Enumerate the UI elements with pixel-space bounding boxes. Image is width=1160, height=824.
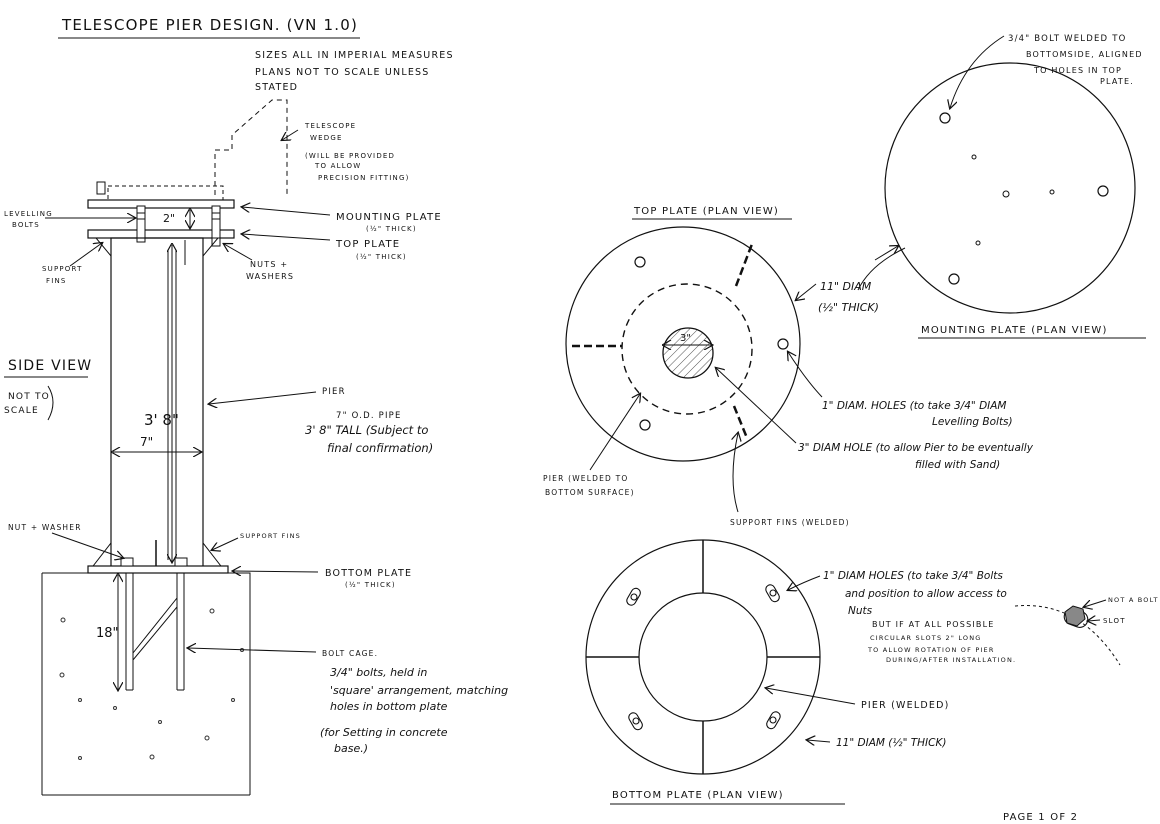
- concrete-specks: [59, 608, 244, 760]
- bottom-holes-1: 1" DIAM HOLES (to take 3/4" Bolts: [823, 570, 1003, 582]
- wedge-label-5: PRECISION FITTING): [318, 174, 410, 182]
- wedge-label-4: TO ALLOW: [314, 162, 361, 170]
- not-a-bolt-label: NOT A BOLT: [1108, 596, 1159, 604]
- bottom-plate-side: [87, 565, 229, 574]
- bolt-cage-label-5: (for Setting in concrete: [320, 726, 448, 739]
- bottom-pier-circle: [638, 592, 768, 722]
- bottom-holes-4: BUT IF AT ALL POSSIBLE: [872, 620, 995, 629]
- scale-note-1: NOT TO: [8, 392, 50, 402]
- mount-bolt-4: PLATE.: [1100, 77, 1134, 86]
- top-plate-label: TOP PLATE: [335, 239, 400, 250]
- title-block: TELESCOPE PIER DESIGN. (VN 1.0) SIZES AL…: [58, 16, 454, 93]
- pier-dashed-circle: [621, 283, 753, 415]
- nut-washer-label: NUT + WASHER: [8, 523, 82, 532]
- top-plate-heading: TOP PLATE (PLAN VIEW): [633, 206, 779, 217]
- levelling-label-1: LEVELLING: [4, 210, 53, 218]
- pier-desc-1: 7" O.D. PIPE: [336, 411, 402, 421]
- support-fin-top-right: [202, 237, 220, 258]
- levelling-label-2: BOLTS: [12, 221, 40, 229]
- page-title: TELESCOPE PIER DESIGN. (VN 1.0): [61, 16, 358, 34]
- top-plate-thick: (½" THICK): [356, 253, 407, 261]
- side-view-heading: SIDE VIEW: [8, 358, 92, 374]
- page-number: PAGE 1 OF 2: [1003, 812, 1078, 823]
- bottom-pier-label: PIER (WELDED): [861, 700, 950, 711]
- top-diam-1: 11" DIAM: [820, 280, 872, 293]
- bolt-cage-label-2: 3/4" bolts, held in: [330, 666, 427, 679]
- support-fins-right-label: SUPPORT FINS: [240, 532, 301, 540]
- bottom-holes-5: CIRCULAR SLOTS 2" LONG: [870, 634, 982, 642]
- dim-width: 7": [140, 435, 153, 449]
- pier-desc-2: 3' 8" TALL (Subject to: [305, 423, 428, 437]
- center-dim: 3": [680, 333, 691, 344]
- dim-height: 3' 8": [144, 411, 179, 429]
- support-fins-left-2: FINS: [46, 277, 67, 285]
- bolt-cage-label-1: BOLT CAGE.: [322, 649, 378, 658]
- slot-detail-hex: [1064, 605, 1086, 627]
- top-center-hole-1: 3" DIAM HOLE (to allow Pier to be eventu…: [798, 442, 1034, 454]
- top-holes-1: 1" DIAM. HOLES (to take 3/4" DIAM: [822, 400, 1007, 412]
- top-plate-outline: [565, 226, 801, 462]
- bolt-cage-label-6: base.): [334, 742, 368, 755]
- top-plate-plan: TOP PLATE (PLAN VIEW) 3" 11" DIAM (½" TH…: [543, 206, 1034, 527]
- mount-bolt-3: TO HOLES IN TOP: [1033, 66, 1122, 75]
- side-view: TELESCOPE WEDGE (WILL BE PROVIDED TO ALL…: [4, 99, 508, 796]
- bottom-plate-thick: (½" THICK): [345, 581, 396, 589]
- slot-label: SLOT: [1103, 617, 1126, 625]
- support-fins-left-1: SUPPORT: [42, 265, 83, 273]
- bottom-holes-3: Nuts: [848, 605, 873, 617]
- mounting-plate-label: MOUNTING PLATE: [336, 212, 442, 223]
- mounting-plate-heading: MOUNTING PLATE (PLAN VIEW): [921, 325, 1108, 336]
- wedge-label-2: WEDGE: [310, 134, 343, 142]
- bolt-cage-brace: [132, 596, 178, 662]
- note-line-3: STATED: [255, 82, 298, 93]
- top-pier-1: PIER (WELDED TO: [543, 474, 629, 483]
- levelling-bolt-left: [136, 205, 146, 243]
- top-holes-2: Levelling Bolts): [932, 416, 1013, 428]
- bottom-plate-heading: BOTTOM PLATE (PLAN VIEW): [612, 790, 784, 801]
- nuts-label-2: WASHERS: [246, 272, 294, 281]
- dim-18: 18": [96, 626, 119, 641]
- mounting-plate-outline: [884, 62, 1136, 314]
- slots: [626, 584, 781, 731]
- mounting-plate-plan: 3/4" BOLT WELDED TO BOTTOMSIDE, ALIGNED …: [857, 34, 1146, 339]
- bottom-holes-2: and position to allow access to: [845, 588, 1007, 600]
- wedge-label-3: (WILL BE PROVIDED: [305, 152, 395, 160]
- bolt-cage-label-4: holes in bottom plate: [330, 700, 448, 713]
- wedge-leader: [282, 129, 299, 140]
- wedge-base: [107, 185, 224, 201]
- pier-side: [110, 237, 204, 569]
- top-center-hole-2: filled with Sand): [915, 459, 1000, 471]
- mounting-plate-thick: (½" THICK): [366, 225, 417, 233]
- mounting-plate-side: [87, 199, 235, 209]
- wedge-label-1: TELESCOPE: [304, 122, 356, 130]
- nuts-label-1: NUTS +: [250, 260, 288, 269]
- note-line-2: PLANS NOT TO SCALE UNLESS: [255, 67, 430, 78]
- dim-2in: 2": [163, 212, 175, 225]
- pier-label: PIER: [322, 387, 346, 397]
- telescope-wedge-outline: [214, 99, 288, 195]
- levelling-bolt-right: [211, 205, 221, 247]
- bolt-cage-label-3: 'square' arrangement, matching: [330, 684, 508, 697]
- support-fin-top-left: [94, 237, 112, 258]
- note-line-1: SIZES ALL IN IMPERIAL MEASURES: [255, 50, 454, 61]
- bottom-plate-plan: 1" DIAM HOLES (to take 3/4" Bolts and po…: [585, 539, 1159, 805]
- bottom-holes-6: TO ALLOW ROTATION OF PIER: [867, 646, 995, 654]
- top-diam-2: (½" THICK): [818, 301, 879, 314]
- bottom-plate-label: BOTTOM PLATE: [325, 568, 412, 579]
- pier-desc-3: final confirmation): [327, 441, 433, 455]
- mount-bolt-2: BOTTOMSIDE, ALIGNED: [1026, 50, 1143, 59]
- bottom-diam-label: 11" DIAM (½" THICK): [836, 737, 946, 749]
- bottom-holes-7: DURING/AFTER INSTALLATION.: [886, 656, 1016, 664]
- concrete-base: [41, 572, 251, 796]
- mount-bolt-1: 3/4" BOLT WELDED TO: [1008, 34, 1126, 44]
- wedge-bolt-head: [96, 181, 106, 195]
- scale-note-2: SCALE: [4, 406, 39, 416]
- top-pier-2: BOTTOM SURFACE): [545, 488, 635, 497]
- support-fins-label: SUPPORT FINS (WELDED): [730, 518, 850, 527]
